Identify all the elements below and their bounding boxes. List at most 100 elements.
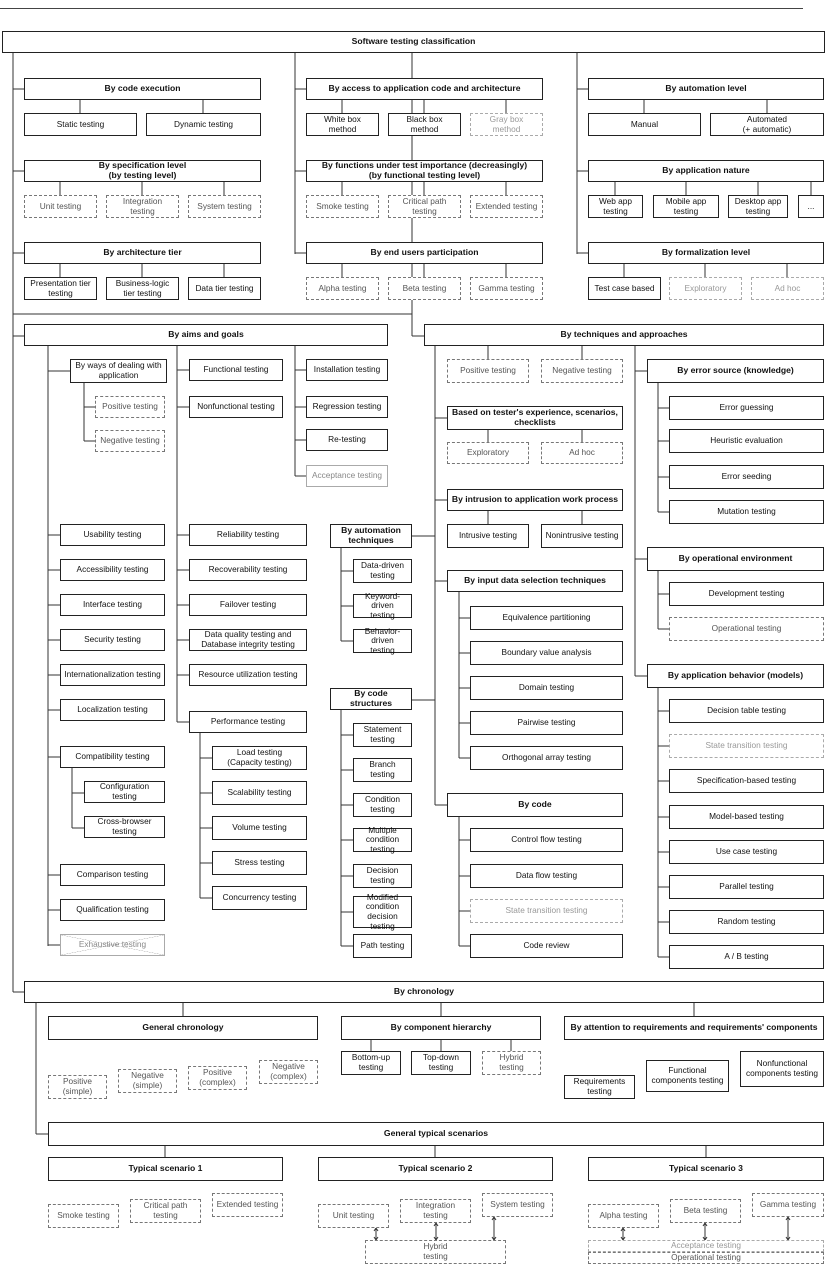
localization-testing: Localization testing: [60, 699, 165, 721]
concurrency-testing: Concurrency testing: [212, 886, 307, 910]
s1-extended: Extended testing: [212, 1193, 283, 1217]
orthogonal-array-testing: Orthogonal array testing: [470, 746, 623, 770]
domain-testing: Domain testing: [470, 676, 623, 700]
aims-title: By aims and goals: [24, 324, 388, 346]
s3-gamma: Gamma testing: [752, 1193, 824, 1217]
code-structures-title: By code structures: [330, 688, 412, 710]
tech-ad-hoc: Ad hoc: [541, 442, 623, 464]
manual: Manual: [588, 113, 701, 136]
re-testing: Re-testing: [306, 429, 388, 451]
automation-level-title: By automation level: [588, 78, 824, 100]
techniques-title: By techniques and approaches: [424, 324, 824, 346]
aims-positive: Positive testing: [95, 396, 165, 418]
error-source-title: By error source (knowledge): [647, 359, 824, 383]
ab-testing: A / B testing: [669, 945, 824, 969]
nonfunctional-testing: Nonfunctional testing: [189, 396, 283, 418]
failover-testing: Failover testing: [189, 594, 307, 616]
automated: Automated (+ automatic): [710, 113, 824, 136]
internationalization-testing: Internationalization testing: [60, 664, 165, 686]
s2-unit: Unit testing: [318, 1204, 389, 1228]
connector: [702, 1222, 706, 1227]
acceptance-testing: Acceptance testing: [306, 465, 388, 487]
component-hierarchy-title: By component hierarchy: [341, 1016, 541, 1040]
smoke-testing: Smoke testing: [306, 195, 379, 218]
random-testing: Random testing: [669, 910, 824, 934]
desktop-app-testing: Desktop app testing: [728, 195, 788, 218]
scenario-1-title: Typical scenario 1: [48, 1157, 283, 1181]
end-users-title: By end users participation: [306, 242, 543, 264]
operational-testing-env: Operational testing: [669, 617, 824, 641]
web-app-testing: Web app testing: [588, 195, 643, 218]
app-behavior-title: By application behavior (models): [647, 664, 824, 688]
code-state-transition: State transition testing: [470, 899, 623, 923]
configuration-testing: Configuration testing: [84, 781, 165, 803]
connector: [620, 1227, 624, 1232]
general-chronology-title: General chronology: [48, 1016, 318, 1040]
app-nature-title: By application nature: [588, 160, 824, 182]
gamma-testing: Gamma testing: [470, 277, 543, 300]
installation-testing: Installation testing: [306, 359, 388, 381]
nonfunctional-components-testing: Nonfunctional components testing: [740, 1051, 824, 1087]
mcdc-testing: Modified condition decision testing: [353, 892, 412, 930]
by-code-title: By code: [447, 793, 623, 817]
comparison-testing: Comparison testing: [60, 864, 165, 886]
connector: [373, 1227, 377, 1232]
bottom-up-testing: Bottom-up testing: [341, 1051, 401, 1075]
alpha-testing: Alpha testing: [306, 277, 379, 300]
s2-system: System testing: [482, 1193, 553, 1217]
connector: [622, 1227, 626, 1232]
ad-hoc-formal: Ad hoc: [751, 277, 824, 300]
recoverability-testing: Recoverability testing: [189, 559, 307, 581]
cross-browser-testing: Cross-browser testing: [84, 816, 165, 838]
s3-acceptance: Acceptance testing: [588, 1240, 824, 1252]
connector: [787, 1216, 791, 1221]
stress-testing: Stress testing: [212, 851, 307, 875]
mutation-testing: Mutation testing: [669, 500, 824, 524]
scenario-2-title: Typical scenario 2: [318, 1157, 553, 1181]
white-box: White box method: [306, 113, 379, 136]
s2-integration: Integration testing: [400, 1199, 471, 1223]
automation-tech-title: By automation techniques: [330, 524, 412, 548]
data-flow-testing: Data flow testing: [470, 864, 623, 888]
resource-utilization-testing: Resource utilization testing: [189, 664, 307, 686]
gray-box: Gray box method: [470, 113, 543, 136]
volume-testing: Volume testing: [212, 816, 307, 840]
arch-tier-title: By architecture tier: [24, 242, 261, 264]
data-quality-testing: Data quality testing and Database integr…: [189, 629, 307, 651]
s3-alpha: Alpha testing: [588, 1204, 659, 1228]
s3-beta: Beta testing: [670, 1199, 741, 1223]
critical-path-testing: Critical path testing: [388, 195, 461, 218]
qualification-testing: Qualification testing: [60, 899, 165, 921]
statement-testing: Statement testing: [353, 723, 412, 747]
ways-of-dealing: By ways of dealing with application: [70, 359, 167, 383]
black-box: Black box method: [388, 113, 461, 136]
branch-testing: Branch testing: [353, 758, 412, 782]
interface-testing: Interface testing: [60, 594, 165, 616]
security-testing: Security testing: [60, 629, 165, 651]
condition-testing: Condition testing: [353, 793, 412, 817]
control-flow-testing: Control flow testing: [470, 828, 623, 852]
nonintrusive-testing: Nonintrusive testing: [541, 524, 623, 548]
functional-testing: Functional testing: [189, 359, 283, 381]
requirements-title: By attention to requirements and require…: [564, 1016, 824, 1040]
s3-operational: Operational testing: [588, 1252, 824, 1264]
connector: [433, 1222, 437, 1227]
use-case-testing: Use case testing: [669, 840, 824, 864]
scenario-3-title: Typical scenario 3: [588, 1157, 824, 1181]
code-exec-title: By code execution: [24, 78, 261, 100]
exploratory-formal: Exploratory: [669, 277, 742, 300]
multiple-condition-testing: Multiple condition testing: [353, 825, 412, 854]
test-case-based: Test case based: [588, 277, 661, 300]
pairwise-testing: Pairwise testing: [470, 711, 623, 735]
scenarios-title: General typical scenarios: [48, 1122, 824, 1146]
data-driven: Data-driven testing: [353, 559, 412, 583]
requirements-testing: Requirements testing: [564, 1075, 635, 1099]
positive-complex: Positive (complex): [188, 1066, 247, 1090]
system-testing: System testing: [188, 195, 261, 218]
connector: [435, 1222, 439, 1227]
intrusion-title: By intrusion to application work process: [447, 489, 623, 511]
exhaustive-testing: Exhaustive testing: [60, 934, 165, 956]
load-testing: Load testing (Capacity testing): [212, 746, 307, 770]
extended-testing: Extended testing: [470, 195, 543, 218]
path-testing: Path testing: [353, 934, 412, 958]
